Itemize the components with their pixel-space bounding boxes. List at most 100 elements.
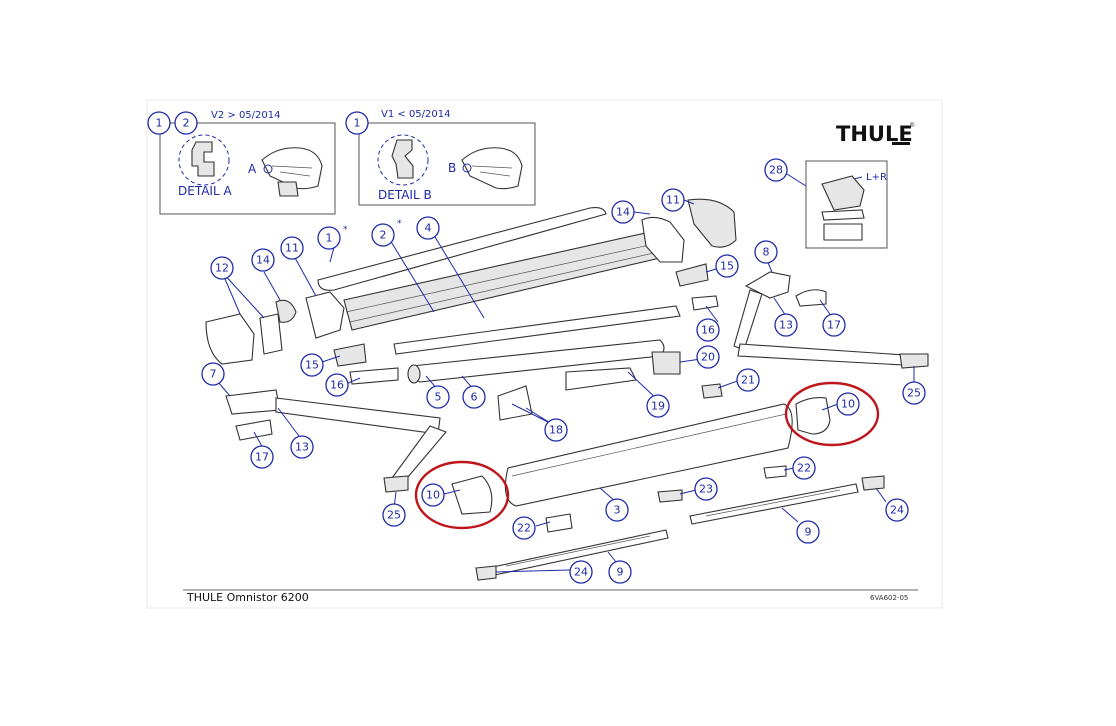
callout-14: 14 bbox=[256, 254, 270, 267]
callout-7: 7 bbox=[210, 368, 217, 381]
lower-rails bbox=[475, 465, 885, 581]
callout-1: 1 bbox=[326, 232, 333, 245]
callout-circle-24 bbox=[569, 560, 593, 584]
detail-a-label: DETAIL A bbox=[178, 184, 232, 198]
callout-circle-15 bbox=[300, 353, 324, 377]
footer-code: 6VA602-05 bbox=[870, 594, 908, 602]
highlight-end-cap-left bbox=[414, 460, 510, 530]
right-arm bbox=[733, 271, 929, 369]
callout-12: 12 bbox=[215, 262, 229, 275]
callout-4: 4 bbox=[425, 222, 432, 235]
callout-circle-3 bbox=[605, 498, 629, 522]
detail-b-badge-1: 1 bbox=[354, 117, 361, 130]
diagram-frame bbox=[146, 99, 943, 609]
callout-11: 11 bbox=[666, 194, 680, 207]
callout-20: 20 bbox=[701, 351, 715, 364]
star-mark-2: * bbox=[397, 219, 402, 229]
detail-a-version: V2 > 05/2014 bbox=[211, 110, 280, 121]
callout-8: 8 bbox=[763, 246, 770, 259]
callout-22: 22 bbox=[797, 462, 811, 475]
callout-18: 18 bbox=[549, 424, 563, 437]
callout-circle-20 bbox=[696, 345, 720, 369]
callout-circle-16 bbox=[325, 373, 349, 397]
callout-17: 17 bbox=[827, 319, 841, 332]
callout-circle-21 bbox=[736, 368, 760, 392]
detail-a-box: 1 2 V2 > 05/2014 DETAIL A A bbox=[147, 110, 336, 215]
callout-22: 22 bbox=[517, 522, 531, 535]
callout-circle-10 bbox=[836, 392, 860, 416]
callout-circle-5 bbox=[426, 385, 450, 409]
footer-title: THULE Omnistor 6200 bbox=[186, 591, 309, 604]
detail-b-marker: B bbox=[448, 161, 456, 175]
callout-circle-24 bbox=[885, 498, 909, 522]
callout-circle-25 bbox=[382, 503, 406, 527]
callout-16: 16 bbox=[701, 324, 715, 337]
detail-a-badge-1: 1 bbox=[156, 117, 163, 130]
svg-text:®: ® bbox=[910, 122, 915, 129]
callout-3: 3 bbox=[614, 504, 621, 517]
star-mark-1: * bbox=[343, 225, 348, 235]
callout-circle-2 bbox=[371, 223, 395, 247]
callout-circle-18 bbox=[544, 418, 568, 442]
callout-28: 28 bbox=[769, 164, 783, 177]
thule-logo: THULE ® bbox=[836, 122, 915, 146]
callout-circle-11 bbox=[661, 188, 685, 212]
callout-circle-9 bbox=[608, 560, 632, 584]
callout-23: 23 bbox=[699, 483, 713, 496]
callout-17: 17 bbox=[255, 451, 269, 464]
left-end-parts bbox=[205, 291, 399, 385]
callout-10: 10 bbox=[426, 489, 440, 502]
callout-13: 13 bbox=[779, 319, 793, 332]
callout-15: 15 bbox=[720, 260, 734, 273]
callout-circle-16 bbox=[696, 318, 720, 342]
callout-circle-8 bbox=[754, 240, 778, 264]
callout-15: 15 bbox=[305, 359, 319, 372]
callout-11: 11 bbox=[285, 242, 299, 255]
detail-b-version: V1 < 05/2014 bbox=[381, 109, 450, 120]
right-end-parts bbox=[497, 198, 737, 421]
detail-a-badge-2: 2 bbox=[183, 117, 190, 130]
callout-24: 24 bbox=[890, 504, 904, 517]
detail-b-label: DETAIL B bbox=[378, 188, 432, 202]
callout-circle-23 bbox=[694, 477, 718, 501]
callout-6: 6 bbox=[471, 391, 478, 404]
callout-circle-17 bbox=[250, 445, 274, 469]
callout-circle-12 bbox=[210, 256, 234, 280]
end-cap-right bbox=[795, 397, 831, 435]
end-cap-left bbox=[451, 475, 493, 515]
callout-circle-7 bbox=[201, 362, 225, 386]
callout-circle-17 bbox=[822, 313, 846, 337]
callout-10: 10 bbox=[841, 398, 855, 411]
callout-5: 5 bbox=[435, 391, 442, 404]
callout-circle-19 bbox=[646, 394, 670, 418]
callout-circle-4 bbox=[416, 216, 440, 240]
callout-circle-10 bbox=[421, 483, 445, 507]
callout-circle-13 bbox=[290, 435, 314, 459]
detail-a-marker: A bbox=[248, 162, 257, 176]
callout-14: 14 bbox=[616, 206, 630, 219]
kit-28-note: L+R bbox=[866, 172, 887, 183]
callout-19: 19 bbox=[651, 400, 665, 413]
callout-circle-6 bbox=[462, 385, 486, 409]
callout-circle-22 bbox=[512, 516, 536, 540]
callout-25: 25 bbox=[907, 387, 921, 400]
callout-circle-25 bbox=[902, 381, 926, 405]
detail-b-box: 1 V1 < 05/2014 DETAIL B B bbox=[345, 109, 536, 206]
callout-9: 9 bbox=[805, 526, 812, 539]
callout-24: 24 bbox=[574, 566, 588, 579]
callout-circle-22 bbox=[792, 456, 816, 480]
callout-circle-14 bbox=[251, 248, 275, 272]
callout-9: 9 bbox=[617, 566, 624, 579]
callout-circle-13 bbox=[774, 313, 798, 337]
callout-25: 25 bbox=[387, 509, 401, 522]
left-arm bbox=[225, 389, 447, 493]
callout-16: 16 bbox=[330, 379, 344, 392]
callout-2: 2 bbox=[380, 229, 387, 242]
highlight-end-cap-right bbox=[784, 381, 880, 447]
callout-circle-9 bbox=[796, 520, 820, 544]
callout-circle-14 bbox=[611, 200, 635, 224]
kit-28-box: 28 L+R bbox=[764, 158, 888, 249]
callout-circle-1 bbox=[317, 226, 341, 250]
